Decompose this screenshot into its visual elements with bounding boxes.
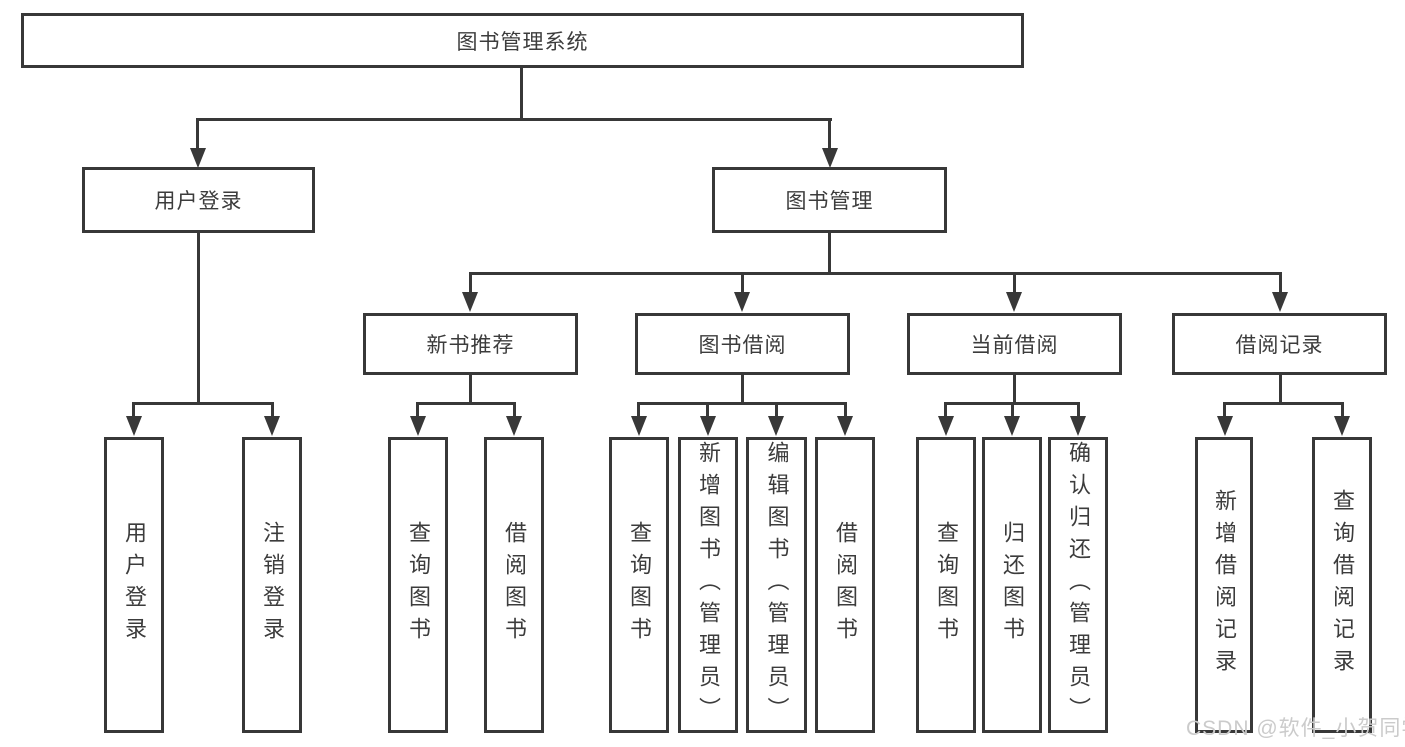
connector-userlogin-stem [197,233,200,405]
connector-shaft [271,402,274,418]
leaf-logout-label: 注销登录 [260,521,285,649]
connector-bookborrow-rail [637,402,847,405]
connector-shaft [1279,272,1282,294]
connector-shaft [741,272,744,294]
connector-newbook-rail [416,402,516,405]
arrowhead-icon [1070,416,1086,436]
node-new-book-recommend-label: 新书推荐 [426,334,515,357]
leaf-return-books-label: 归还图书 [1000,521,1025,649]
connector-shaft [1341,402,1344,418]
node-borrow-records-label: 借阅记录 [1235,334,1324,357]
node-root: 图书管理系统 [21,13,1024,68]
node-root-label: 图书管理系统 [456,30,589,54]
node-current-borrow: 当前借阅 [907,313,1122,375]
arrowhead-icon [506,416,522,436]
leaf-edit-books-admin-label: 编辑图书（管理员） [764,441,790,729]
connector-shaft [637,402,640,418]
leaf-current-query-books-label: 查询图书 [934,521,959,649]
connector-userlogin-rail [132,402,274,405]
connector-shaft [513,402,516,418]
connector-userlogin-shaft [196,118,199,151]
connector-level3-rail [469,272,1282,275]
leaf-borrow-books: 借阅图书 [815,437,875,733]
leaf-edit-books-admin: 编辑图书（管理员） [746,437,807,733]
arrowhead-icon [822,148,838,168]
arrowhead-icon [1006,292,1022,312]
node-book-borrow: 图书借阅 [635,313,850,375]
csdn-watermark: CSDN @软件_小贺同学 [1186,717,1405,740]
node-borrow-records: 借阅记录 [1172,313,1387,375]
connector-shaft [416,402,419,418]
leaf-add-borrow-record-label: 新增借阅记录 [1212,489,1237,681]
arrowhead-icon [1272,292,1288,312]
node-user-login: 用户登录 [82,167,315,233]
arrowhead-icon [631,416,647,436]
leaf-borrow-query-books-label: 查询图书 [627,521,652,649]
connector-currentborrow-stem [1013,375,1016,405]
leaf-confirm-return-admin: 确认归还（管理员） [1048,437,1108,733]
leaf-current-query-books: 查询图书 [916,437,976,733]
node-current-borrow-label: 当前借阅 [970,334,1059,357]
connector-shaft [1013,272,1016,294]
arrowhead-icon [462,292,478,312]
arrowhead-icon [410,416,426,436]
node-book-management: 图书管理 [712,167,947,233]
connector-level2-rail [196,118,832,121]
leaf-logout: 注销登录 [242,437,302,733]
arrowhead-icon [264,416,280,436]
connector-shaft [1223,402,1226,418]
leaf-newbook-borrow-books: 借阅图书 [484,437,544,733]
arrowhead-icon [938,416,954,436]
arrowhead-icon [1217,416,1233,436]
leaf-newbook-query-books-label: 查询图书 [406,521,431,649]
leaf-newbook-query-books: 查询图书 [388,437,448,733]
leaf-borrow-query-books: 查询图书 [609,437,669,733]
connector-bookborrow-stem [741,375,744,405]
arrowhead-icon [700,416,716,436]
leaf-return-books: 归还图书 [982,437,1042,733]
leaf-user-login: 用户登录 [104,437,164,733]
connector-newbook-stem [469,375,472,405]
connector-shaft [132,402,135,418]
node-book-borrow-label: 图书借阅 [698,334,787,357]
node-book-management-label: 图书管理 [785,190,874,213]
leaf-confirm-return-admin-label: 确认归还（管理员） [1066,441,1091,729]
arrowhead-icon [190,148,206,168]
connector-shaft [775,402,778,418]
connector-shaft [1077,402,1080,418]
leaf-borrow-books-label: 借阅图书 [833,521,858,649]
leaf-user-login-label: 用户登录 [122,521,147,649]
leaf-query-borrow-record: 查询借阅记录 [1312,437,1372,733]
connector-records-rail [1223,402,1344,405]
leaf-query-borrow-record-label: 查询借阅记录 [1330,489,1355,681]
node-user-login-label: 用户登录 [154,190,243,213]
connector-root-stem [520,66,523,121]
connector-shaft [1011,402,1014,418]
connector-shaft [706,402,709,418]
arrowhead-icon [1004,416,1020,436]
connector-records-stem [1279,375,1282,405]
arrowhead-icon [734,292,750,312]
arrowhead-icon [768,416,784,436]
leaf-add-borrow-record: 新增借阅记录 [1195,437,1253,733]
leaf-add-books-admin: 新增图书（管理员） [678,437,738,733]
connector-shaft [844,402,847,418]
leaf-add-books-admin-label: 新增图书（管理员） [696,441,721,729]
leaf-newbook-borrow-books-label: 借阅图书 [502,521,527,649]
connector-shaft [944,402,947,418]
connector-bookmgmt-stem [828,233,831,275]
arrowhead-icon [1334,416,1350,436]
arrowhead-icon [126,416,142,436]
arrowhead-icon [837,416,853,436]
connector-bookmgmt-shaft [828,118,831,151]
node-new-book-recommend: 新书推荐 [363,313,578,375]
connector-shaft [469,272,472,294]
